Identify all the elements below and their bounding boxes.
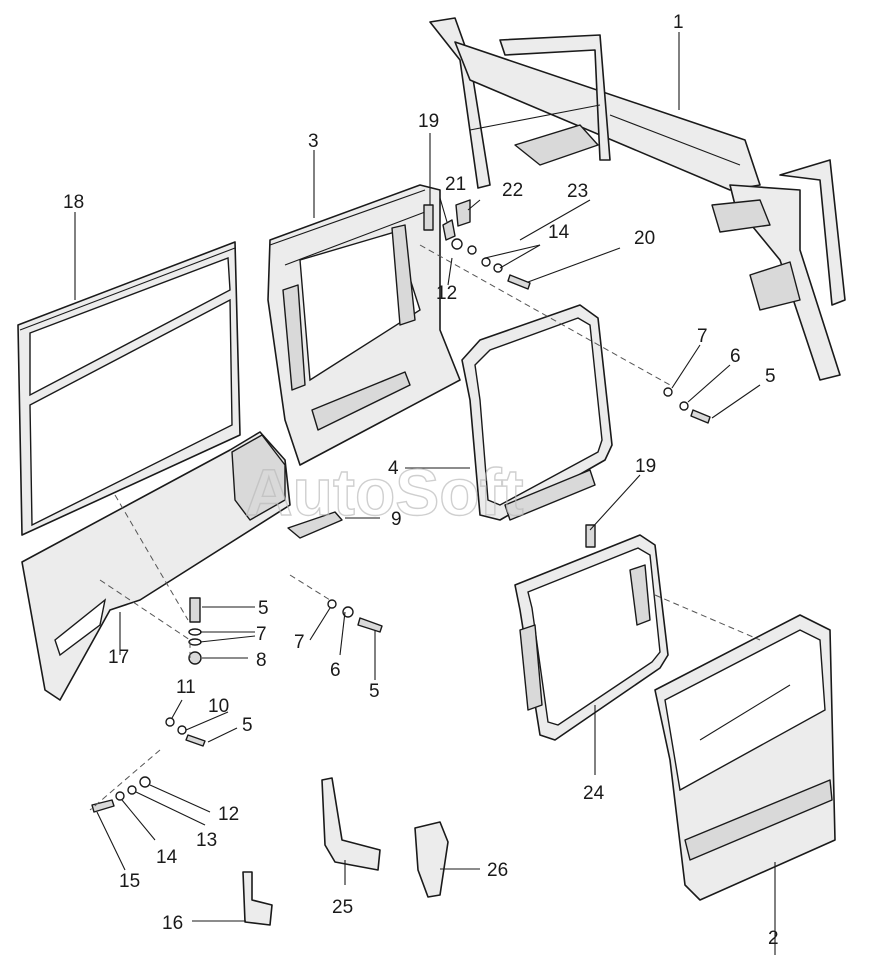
callout-16: 16 — [162, 913, 183, 934]
callout-5-bolt-lower: 5 — [242, 715, 253, 736]
part-25-support-bracket — [321, 777, 381, 871]
callout-14-bottom: 14 — [156, 847, 178, 868]
callout-9: 9 — [391, 509, 402, 530]
callout-6-center: 6 — [330, 660, 341, 681]
callout-26: 26 — [487, 860, 508, 881]
callout-8: 8 — [256, 650, 267, 671]
callout-10: 10 — [208, 696, 229, 717]
callout-23: 23 — [567, 181, 588, 202]
callout-5-bolt-left: 5 — [258, 598, 269, 619]
callout-18: 18 — [63, 192, 84, 213]
callout-14-top: 14 — [548, 222, 570, 243]
callout-2: 2 — [768, 928, 779, 949]
callout-13: 13 — [196, 830, 217, 851]
part-1-cab-frame — [429, 17, 846, 381]
part-18-rear-window-panel — [17, 241, 241, 536]
part-3-rear-panel — [267, 184, 461, 466]
callout-20: 20 — [634, 228, 655, 249]
callout-21: 21 — [445, 174, 466, 195]
callout-5-bolt-center: 5 — [369, 681, 380, 702]
callout-1: 1 — [673, 12, 684, 33]
callout-11: 11 — [176, 677, 196, 698]
part-2-side-door-panel — [654, 614, 836, 901]
part-9-bracket — [287, 511, 343, 539]
callout-6-right: 6 — [730, 346, 741, 367]
small-brackets-top — [423, 199, 596, 548]
part-16-mount-bracket — [242, 871, 273, 926]
callout-7-center: 7 — [294, 632, 305, 653]
callout-7-right: 7 — [697, 326, 708, 347]
callout-12-top: 12 — [436, 283, 457, 304]
fasteners — [91, 238, 711, 813]
callout-22: 22 — [502, 180, 523, 201]
part-26-grille-insert — [414, 821, 449, 898]
callout-25: 25 — [332, 897, 353, 918]
callout-17: 17 — [108, 647, 129, 668]
part-24-side-window-frame — [514, 534, 669, 741]
leader-lines — [74, 32, 776, 955]
callout-12-bottom: 12 — [218, 804, 239, 825]
watermark-text: AutoSoft — [245, 455, 524, 529]
callout-labels: 1 2 3 4 5 5 5 5 6 6 7 7 7 8 9 10 11 12 1… — [63, 12, 779, 949]
callout-7-left: 7 — [256, 624, 267, 645]
callout-24: 24 — [583, 783, 605, 804]
part-4-window-frame — [461, 304, 613, 521]
callout-15: 15 — [119, 871, 140, 892]
callout-19-right: 19 — [635, 456, 656, 477]
callout-19-top: 19 — [418, 111, 439, 132]
callout-4: 4 — [388, 458, 399, 479]
callout-3: 3 — [308, 131, 319, 152]
callout-5-right: 5 — [765, 366, 776, 387]
